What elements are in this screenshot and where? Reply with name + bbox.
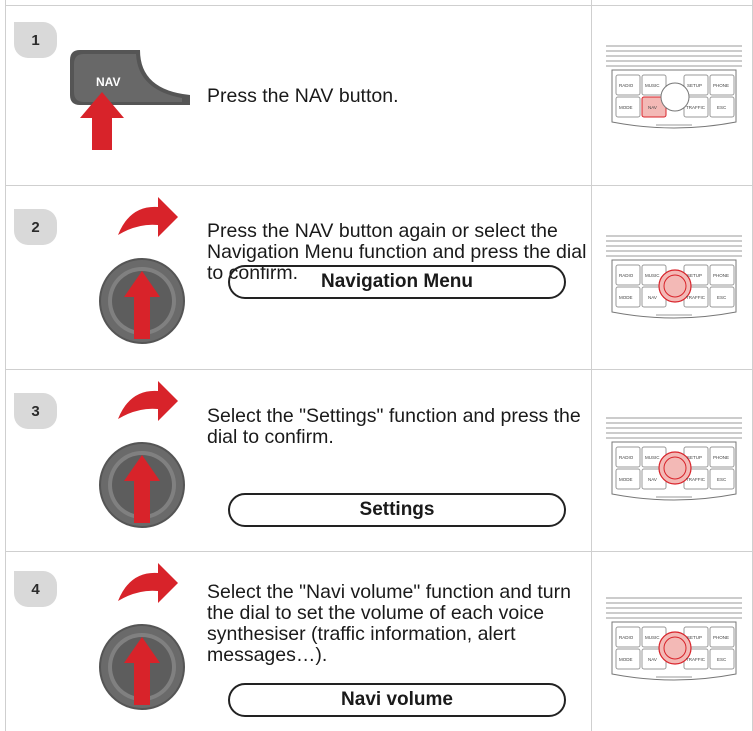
svg-text:TRAFFIC: TRAFFIC [686,657,706,662]
step-instruction: Press the NAV button. [207,85,399,107]
step-number-badge: 4 [14,571,57,607]
svg-text:MODE: MODE [619,477,633,482]
svg-text:ESC: ESC [717,477,727,482]
svg-text:TRAFFIC: TRAFFIC [686,295,706,300]
svg-text:NAV: NAV [648,105,657,110]
svg-text:PHONE: PHONE [713,635,729,640]
arrow-up-icon [124,637,160,705]
menu-item-pill: Navigation Menu [228,265,566,299]
arrow-up-icon [124,271,160,339]
control-panel-thumbnail-2: RADIO MUSIC SETUP PHONE MODE NAV TRAFFIC ESC [606,235,742,319]
step-number-badge: 2 [14,209,57,245]
svg-text:ESC: ESC [717,295,727,300]
svg-text:MODE: MODE [619,657,633,662]
svg-text:PHONE: PHONE [713,273,729,278]
svg-text:MUSIC: MUSIC [645,455,660,460]
svg-text:RADIO: RADIO [619,635,634,640]
svg-text:SETUP: SETUP [687,83,702,88]
nav-button-illustration: NAV [70,50,190,150]
control-panel-thumbnail-4: RADIO MUSIC SETUP PHONE MODE NAV TRAFFIC ESC [606,597,742,681]
svg-text:RADIO: RADIO [619,455,634,460]
svg-text:ESC: ESC [717,105,727,110]
step-4: 4 Select the "Navi volume" function and … [0,551,753,731]
grid-border-left [5,0,6,731]
step-1: 1 NAV Press the NAV button. [0,0,753,185]
svg-text:TRAFFIC: TRAFFIC [686,105,706,110]
rotate-arrow-icon [118,381,178,421]
dial-illustration [99,381,185,528]
svg-text:SETUP: SETUP [687,273,702,278]
svg-text:NAV: NAV [648,657,657,662]
step-instruction: Select the "Navi volume" function and tu… [207,581,571,666]
svg-text:MODE: MODE [619,105,633,110]
svg-text:MUSIC: MUSIC [645,273,660,278]
svg-text:NAV: NAV [648,477,657,482]
rotate-arrow-icon [118,197,178,237]
menu-item-pill: Settings [228,493,566,527]
svg-text:RADIO: RADIO [619,273,634,278]
column-divider [591,0,592,731]
svg-text:MUSIC: MUSIC [645,83,660,88]
svg-text:RADIO: RADIO [619,83,634,88]
dial-illustration [99,197,185,344]
dial-illustration [99,563,185,710]
step-2: 2 Press the NAV button again or select t… [0,185,753,369]
svg-text:PHONE: PHONE [713,83,729,88]
step-instruction: Press the NAV button again or select the… [207,220,587,284]
control-panel-thumbnail-1: RADIO MUSIC SETUP PHONE MODE NAV TRAFFIC ESC [606,45,742,129]
grid-border-top [5,5,753,6]
svg-text:SETUP: SETUP [687,455,702,460]
step-number-badge: 3 [14,393,57,429]
arrow-up-icon [80,92,124,150]
row-divider-2 [5,369,753,370]
control-panel-thumbnail-3: RADIO MUSIC SETUP PHONE MODE NAV TRAFFIC ESC [606,417,742,501]
step-number-badge: 1 [14,22,57,58]
row-divider-1 [5,185,753,186]
svg-text:TRAFFIC: TRAFFIC [686,477,706,482]
menu-item-pill: Navi volume [228,683,566,717]
row-divider-3 [5,551,753,552]
svg-text:MUSIC: MUSIC [645,635,660,640]
svg-text:ESC: ESC [717,657,727,662]
rotate-arrow-icon [118,563,178,603]
step-3: 3 Select the "Settings" function and pre… [0,369,753,551]
arrow-up-icon [124,455,160,523]
svg-text:NAV: NAV [648,295,657,300]
svg-text:PHONE: PHONE [713,455,729,460]
svg-text:SETUP: SETUP [687,635,702,640]
svg-text:MODE: MODE [619,295,633,300]
nav-button-label: NAV [96,75,120,89]
step-instruction: Select the "Settings" function and press… [207,405,581,448]
